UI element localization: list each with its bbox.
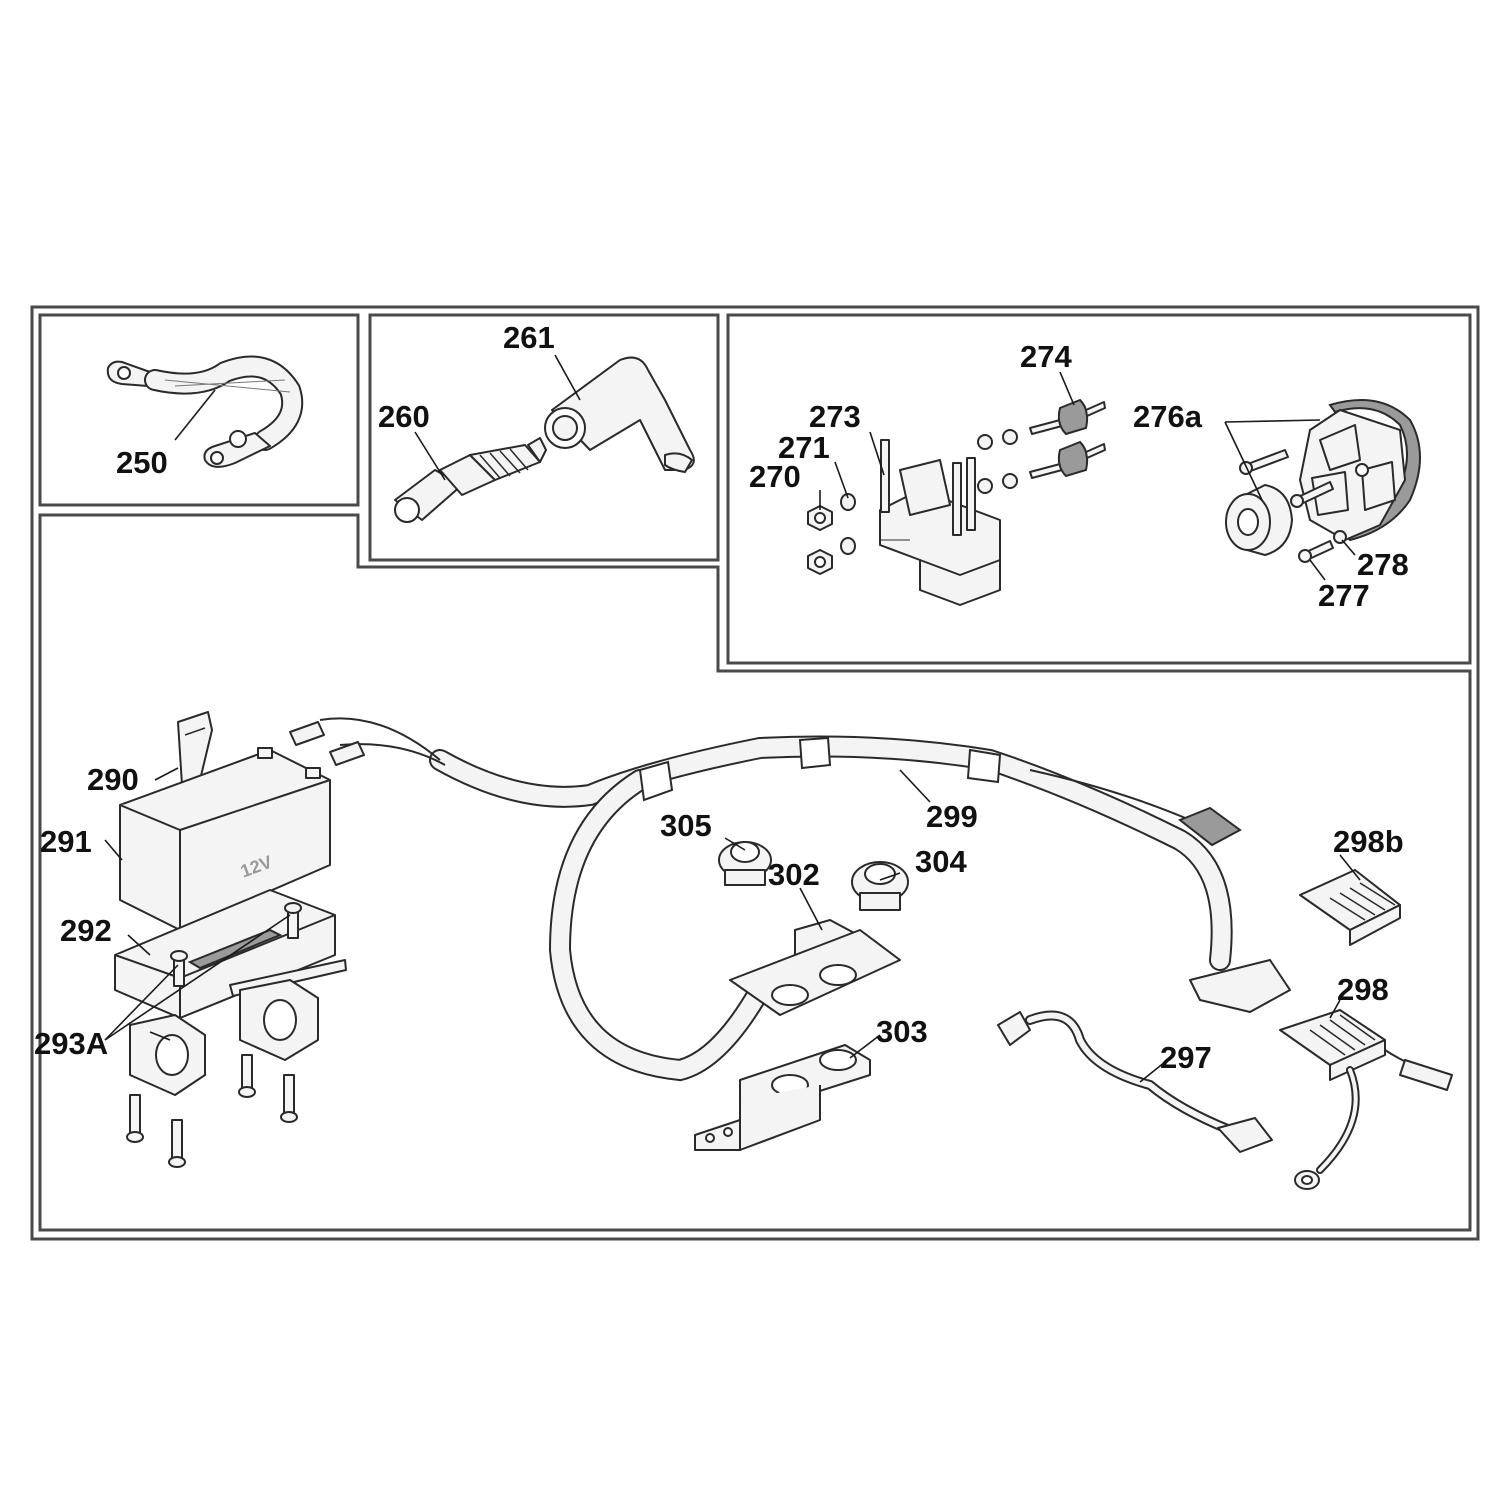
callout-298: 298 — [1337, 972, 1389, 1007]
part-connector-298 — [1279, 1009, 1453, 1190]
part-regulator — [879, 439, 1001, 606]
part-stator-bushing — [1225, 484, 1293, 556]
part-nuts-washers — [807, 429, 1018, 575]
part-switch-304 — [851, 861, 909, 911]
callout-298b: 298b — [1333, 824, 1404, 859]
callout-299: 299 — [926, 799, 978, 834]
callout-302: 302 — [768, 857, 820, 892]
part-stator — [1299, 399, 1421, 542]
callout-274: 274 — [1020, 339, 1072, 374]
callout-271: 271 — [778, 430, 830, 465]
callout-305: 305 — [660, 808, 712, 843]
callout-260: 260 — [378, 399, 430, 434]
callout-276a: 276a — [1133, 399, 1203, 434]
part-connector-298b — [1299, 869, 1401, 946]
part-battery-strap — [177, 711, 213, 786]
part-sensor-cable — [997, 1010, 1273, 1153]
diagram-frames — [30, 305, 1480, 1241]
part-switch-305 — [718, 841, 772, 886]
part-battery-bolts — [126, 902, 302, 1168]
callout-297: 297 — [1160, 1040, 1212, 1075]
part-rubber-mounts — [1029, 398, 1106, 479]
callout-290: 290 — [87, 762, 139, 797]
callout-303: 303 — [876, 1014, 928, 1049]
part-spark-plug-cap — [544, 356, 695, 473]
callout-250: 250 — [116, 445, 168, 480]
callout-261: 261 — [503, 320, 555, 355]
part-wiring-harness — [289, 717, 1291, 1082]
callout-291: 291 — [40, 824, 92, 859]
callout-277: 277 — [1318, 578, 1370, 613]
callout-292: 292 — [60, 913, 112, 948]
part-stator-screws — [1239, 449, 1347, 563]
part-switch-bracket — [694, 929, 901, 1151]
callout-278: 278 — [1357, 547, 1409, 582]
callout-labels: 250 260 261 270 271 273 274 276a 277 278… — [34, 320, 1409, 1075]
leader-lines — [104, 354, 1361, 1083]
part-battery: 12V — [119, 747, 331, 931]
part-ground-strap — [106, 355, 304, 468]
callout-270: 270 — [749, 459, 801, 494]
callout-304: 304 — [915, 844, 967, 879]
part-spark-plug — [394, 437, 547, 523]
callout-273: 273 — [809, 399, 861, 434]
part-battery-clamps — [129, 979, 319, 1096]
callout-293A: 293A — [34, 1026, 108, 1061]
